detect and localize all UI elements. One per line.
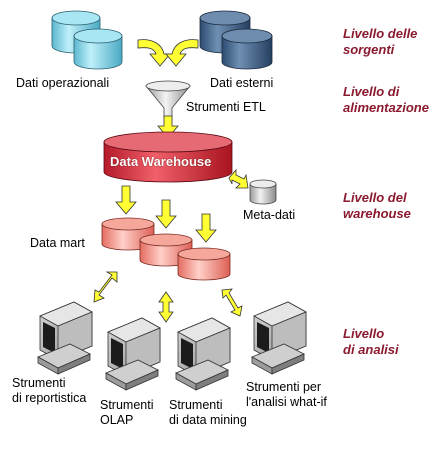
level-label-sources: Livello delle sorgenti — [343, 26, 418, 57]
double-arrow-reporting — [93, 271, 118, 303]
flow-arrow-left — [137, 39, 171, 67]
etl-tools-label: Strumenti ETL — [186, 100, 266, 114]
computer-datamining-icon — [175, 317, 231, 391]
etl-funnel-icon — [145, 80, 191, 128]
computer-reporting-icon — [37, 301, 93, 375]
flow-arrow-datamart-3 — [195, 213, 217, 243]
metadata-label: Meta-dati — [243, 208, 296, 222]
tool-label-reporting: Strumenti di reportistica — [12, 376, 87, 405]
level-label-feeding: Livello di alimentazione — [343, 84, 429, 115]
operational-data-label: Dati operazionali — [16, 76, 110, 90]
flow-arrow-datamart-1 — [115, 185, 137, 215]
computer-whatif-icon — [251, 301, 307, 375]
level-label-warehouse: Livello del warehouse — [343, 190, 411, 221]
data-warehouse-title: Data Warehouse — [110, 154, 212, 169]
external-data-icon — [199, 10, 273, 70]
flow-arrow-metadata — [228, 168, 249, 189]
level-label-analysis: Livello di analisi — [343, 326, 399, 357]
tool-label-datamining: Strumenti di data mining — [169, 398, 247, 427]
tool-label-whatif: Strumenti per l'analisi what-if — [246, 380, 327, 409]
flow-arrow-right — [165, 39, 199, 67]
computer-olap-icon — [105, 317, 161, 391]
datamart-label: Data mart — [30, 236, 85, 250]
tool-label-olap: Strumenti OLAP — [100, 398, 154, 427]
flow-arrow-datamart-2 — [155, 199, 177, 229]
double-arrow-olap — [158, 291, 174, 323]
operational-data-icon — [51, 10, 123, 70]
metadata-icon — [249, 179, 277, 205]
data-warehouse-icon — [103, 131, 233, 183]
datamart-icon — [101, 217, 231, 281]
external-data-label: Dati esterni — [210, 76, 274, 90]
double-arrow-datamining — [221, 288, 243, 317]
